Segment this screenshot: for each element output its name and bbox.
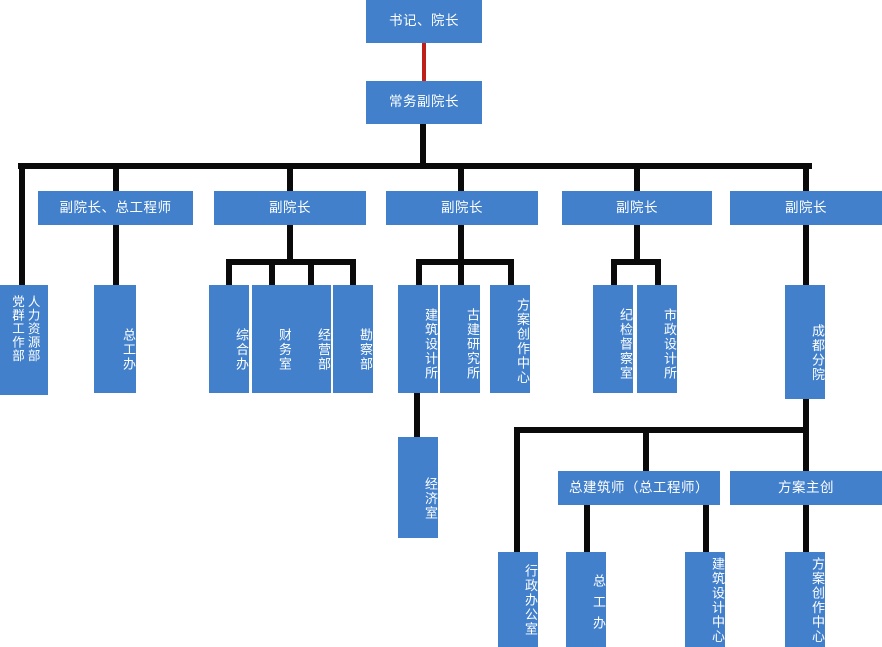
node-vp4[interactable]: 副院长 [562, 191, 712, 225]
node-vp3[interactable]: 副院长 [386, 191, 538, 225]
connector-exec-vp-drop [420, 123, 426, 166]
connector-vp3-drop [458, 224, 464, 262]
connector-bus-to-vp2 [287, 166, 293, 192]
connector-vp3-to-scheme-center [508, 259, 514, 286]
connector-vp3-to-ancient-arch-institute [458, 259, 464, 286]
node-discipline-office[interactable]: 纪检督察室 [593, 285, 633, 393]
connector-main-bus [18, 163, 812, 169]
connector-vp3-to-arch-design-institute [416, 259, 422, 286]
node-party-dept-label: 党群工作部 [10, 295, 24, 363]
connector-vp4-bus [611, 259, 661, 265]
node-survey-dept[interactable]: 勘察部 [333, 285, 373, 393]
node-admin-office[interactable]: 行政办公室 [498, 552, 538, 647]
connector-vp2-to-operations-dept [308, 259, 314, 286]
connector-bus-to-vp4 [634, 166, 640, 192]
connector-root-to-exec-vp [422, 42, 426, 82]
connector-vp4-to-discipline-office [611, 259, 617, 286]
node-vp5[interactable]: 副院长 [730, 191, 882, 225]
connector-chengdu-to-admin-office [514, 427, 520, 553]
connector-vp2-drop [287, 224, 293, 262]
connector-chengdu-bus [514, 427, 809, 433]
node-finance-office[interactable]: 财务室 [252, 285, 292, 393]
node-cd-chief-eng-office[interactable]: 总工办 [566, 552, 606, 647]
node-vp1[interactable]: 副院长、总工程师 [38, 191, 193, 225]
node-scheme-center[interactable]: 方案创作中心 [490, 285, 530, 393]
connector-vp2-bus [226, 259, 356, 265]
node-scheme-lead[interactable]: 方案主创 [730, 471, 882, 505]
node-chief-architect[interactable]: 总建筑师（总工程师） [558, 471, 720, 505]
node-chengdu-branch[interactable]: 成都分院 [785, 285, 825, 399]
connector-chengdu-branch-drop [803, 399, 809, 431]
node-root[interactable]: 书记、院长 [366, 0, 482, 43]
connector-bus-to-vp1 [113, 166, 119, 192]
connector-vp5-to-chengdu-branch [803, 224, 809, 286]
connector-bus-to-vp3 [458, 166, 464, 192]
connector-scheme-lead-to-scheme-center [803, 504, 809, 553]
connector-vp2-to-finance-office [269, 259, 275, 286]
node-hr-and-party-dept[interactable]: 党群工作部 人力资源部 [0, 285, 48, 395]
node-exec-vp[interactable]: 常务副院长 [366, 81, 482, 124]
node-ancient-arch-institute[interactable]: 古建研究所 [440, 285, 480, 393]
connector-chengdu-to-scheme-lead [803, 427, 809, 472]
connector-vp4-drop [634, 224, 640, 262]
node-economics-office[interactable]: 经济室 [398, 437, 438, 538]
connector-chengdu-to-chief-architect [643, 427, 649, 472]
connector-vp1-to-chief-eng-office [113, 224, 119, 286]
connector-vp4-to-municipal-institute [655, 259, 661, 286]
connector-chief-architect-to-arch-design-center [703, 504, 709, 553]
connector-vp3-bus [416, 259, 514, 265]
connector-vp2-to-general-office [226, 259, 232, 286]
node-cd-arch-design-center[interactable]: 建筑设计中心 [685, 552, 725, 647]
node-arch-design-institute[interactable]: 建筑设计所 [398, 285, 438, 393]
node-general-office[interactable]: 综合办 [209, 285, 249, 393]
connector-arch-institute-to-economics-office [414, 393, 420, 438]
node-cd-scheme-center[interactable]: 方案创作中心 [785, 552, 825, 647]
node-chief-eng-office[interactable]: 总工办 [94, 285, 136, 393]
connector-bus-to-hr-party [19, 166, 25, 286]
node-municipal-institute[interactable]: 市政设计所 [637, 285, 677, 393]
connector-chief-architect-to-chief-eng-office [584, 504, 590, 553]
node-vp2[interactable]: 副院长 [214, 191, 366, 225]
connector-vp2-to-survey-dept [350, 259, 356, 286]
node-hr-dept-label: 人力资源部 [25, 295, 40, 363]
connector-bus-to-vp5 [803, 166, 809, 192]
node-operations-dept[interactable]: 经营部 [291, 285, 331, 393]
